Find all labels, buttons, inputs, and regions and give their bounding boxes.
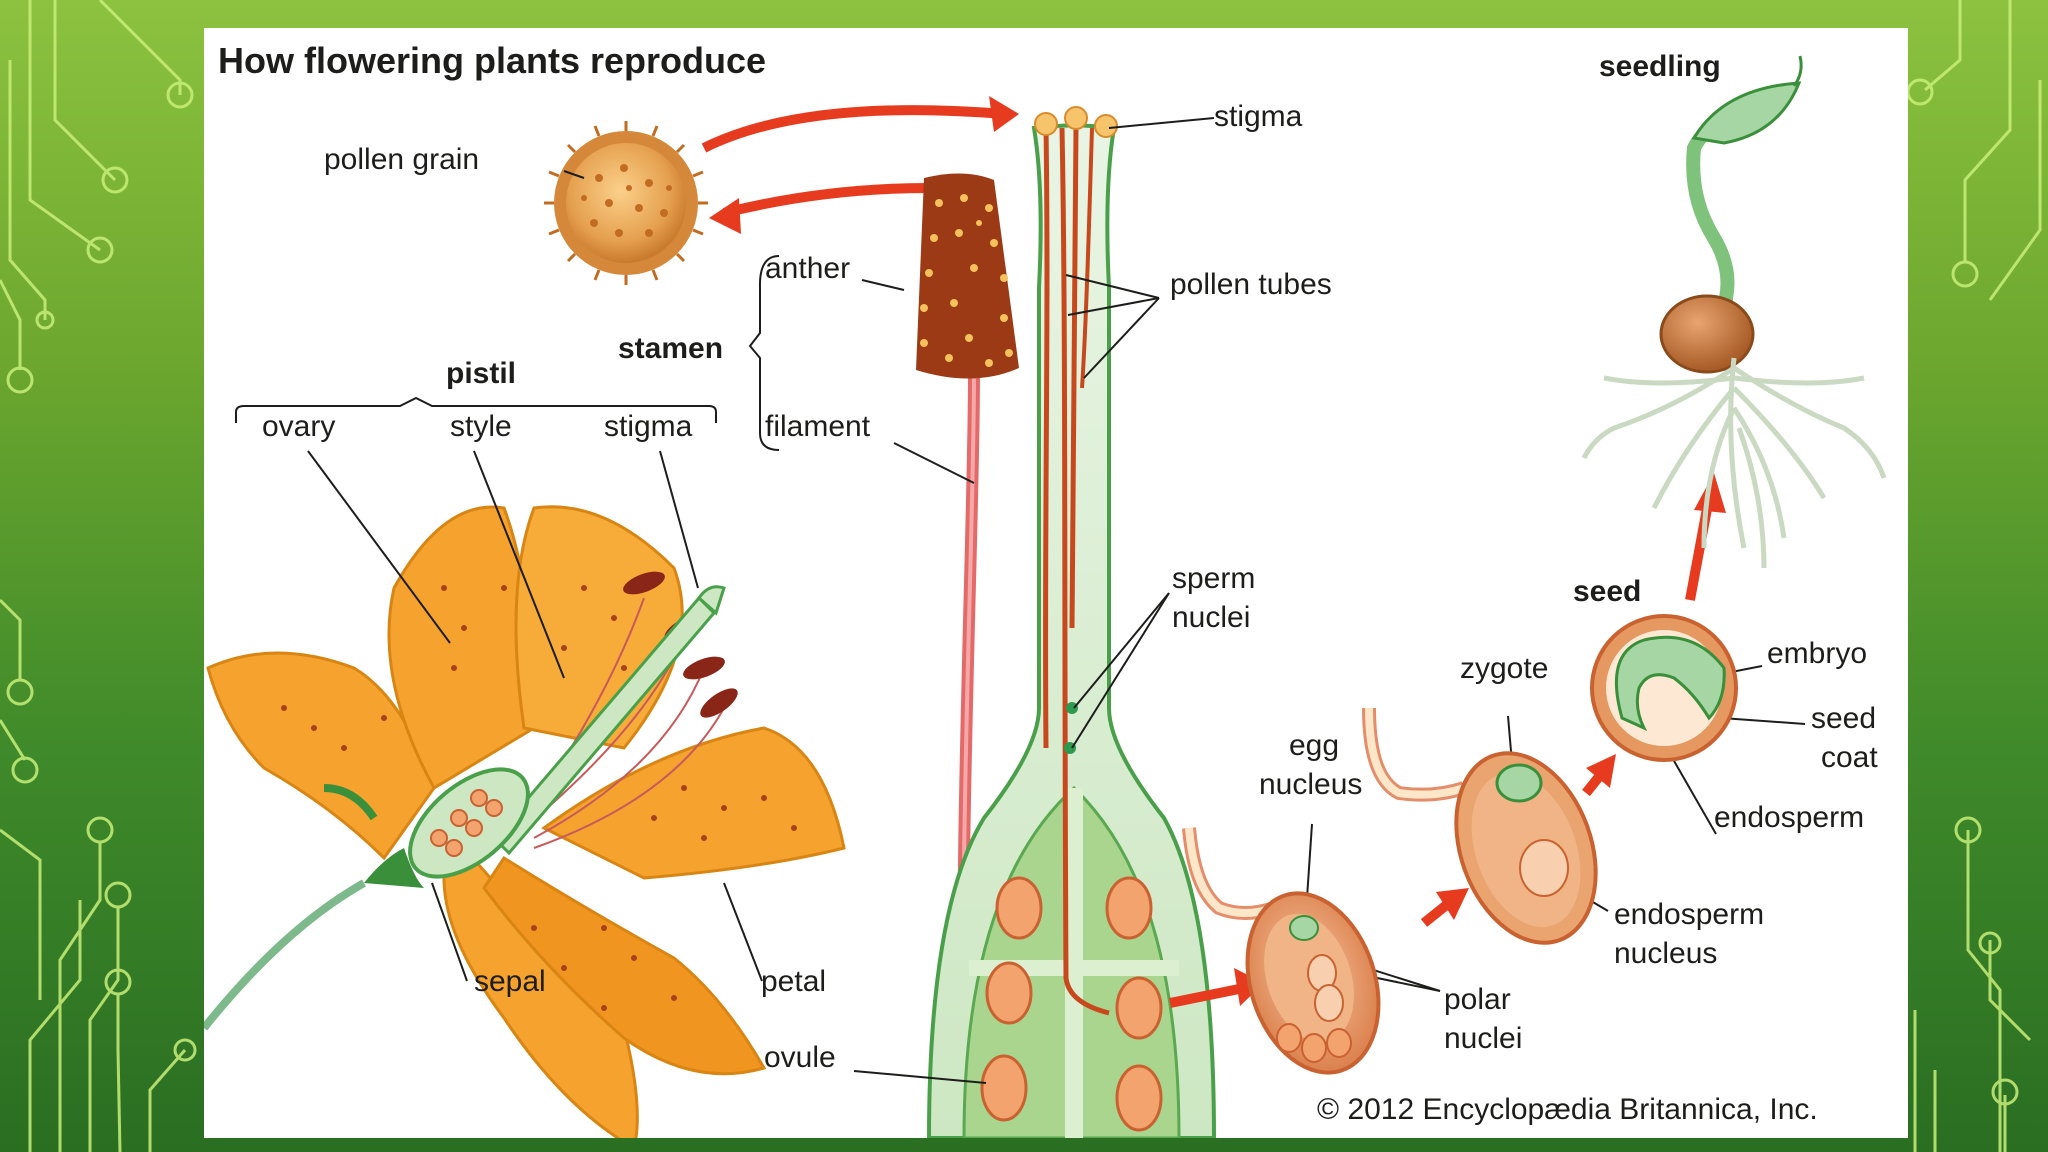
label-seed-coat-line1: seed bbox=[1811, 702, 1877, 735]
label-endosperm-nucleus-line2: nucleus bbox=[1614, 937, 1718, 970]
label-sperm-nuclei-line1: sperm bbox=[1172, 562, 1256, 595]
ovule-egg-stage bbox=[1182, 827, 1381, 1075]
label-filament: filament bbox=[765, 410, 871, 443]
label-style: style bbox=[450, 410, 512, 443]
label-leader-lines bbox=[307, 117, 1806, 1084]
label-stigma: stigma bbox=[604, 410, 693, 443]
pollination-arrows bbox=[701, 96, 1019, 234]
pistil-cross-section bbox=[926, 106, 1217, 1138]
flower-illustration bbox=[204, 505, 846, 1138]
pistil-brace bbox=[235, 396, 717, 423]
label-pollen-grain: pollen grain bbox=[324, 143, 480, 176]
label-endosperm-nucleus-line1: endosperm bbox=[1614, 898, 1765, 931]
label-pollen-tubes: pollen tubes bbox=[1170, 268, 1332, 301]
stamen-brace bbox=[748, 255, 780, 451]
label-stamen: stamen bbox=[618, 332, 724, 365]
label-polar-nuclei-line1: polar bbox=[1444, 983, 1511, 1016]
label-zygote: zygote bbox=[1460, 652, 1549, 685]
label-pistil: pistil bbox=[446, 357, 517, 390]
diagram-artwork bbox=[204, 55, 1887, 1138]
label-stigma-top: stigma bbox=[1214, 100, 1303, 133]
label-egg-nucleus-line2: nucleus bbox=[1259, 768, 1363, 801]
label-polar-nuclei-line2: nuclei bbox=[1444, 1022, 1523, 1055]
seed-illustration bbox=[1590, 614, 1738, 762]
copyright-notice: © 2012 Encyclopædia Britannica, Inc. bbox=[1317, 1093, 1818, 1126]
label-sperm-nuclei-line2: nuclei bbox=[1172, 601, 1251, 634]
label-seedling: seedling bbox=[1599, 50, 1721, 83]
diagram-panel: How flowering plants reproduce pollen gr… bbox=[204, 28, 1908, 1138]
pollen-grain-illustration bbox=[544, 121, 708, 285]
label-endosperm: endosperm bbox=[1714, 801, 1865, 834]
diagram-title: How flowering plants reproduce bbox=[218, 40, 767, 81]
label-petal: petal bbox=[761, 965, 827, 998]
ovule-zygote-stage bbox=[1362, 707, 1598, 945]
label-seed-coat-line2: coat bbox=[1821, 741, 1878, 774]
label-seed: seed bbox=[1573, 575, 1642, 608]
label-embryo: embryo bbox=[1767, 637, 1868, 670]
label-anther: anther bbox=[765, 252, 851, 285]
label-egg-nucleus-line1: egg bbox=[1289, 729, 1340, 762]
label-ovary: ovary bbox=[262, 410, 336, 443]
label-sepal: sepal bbox=[474, 965, 546, 998]
label-ovule: ovule bbox=[764, 1041, 836, 1074]
seedling-illustration bbox=[1581, 55, 1887, 569]
